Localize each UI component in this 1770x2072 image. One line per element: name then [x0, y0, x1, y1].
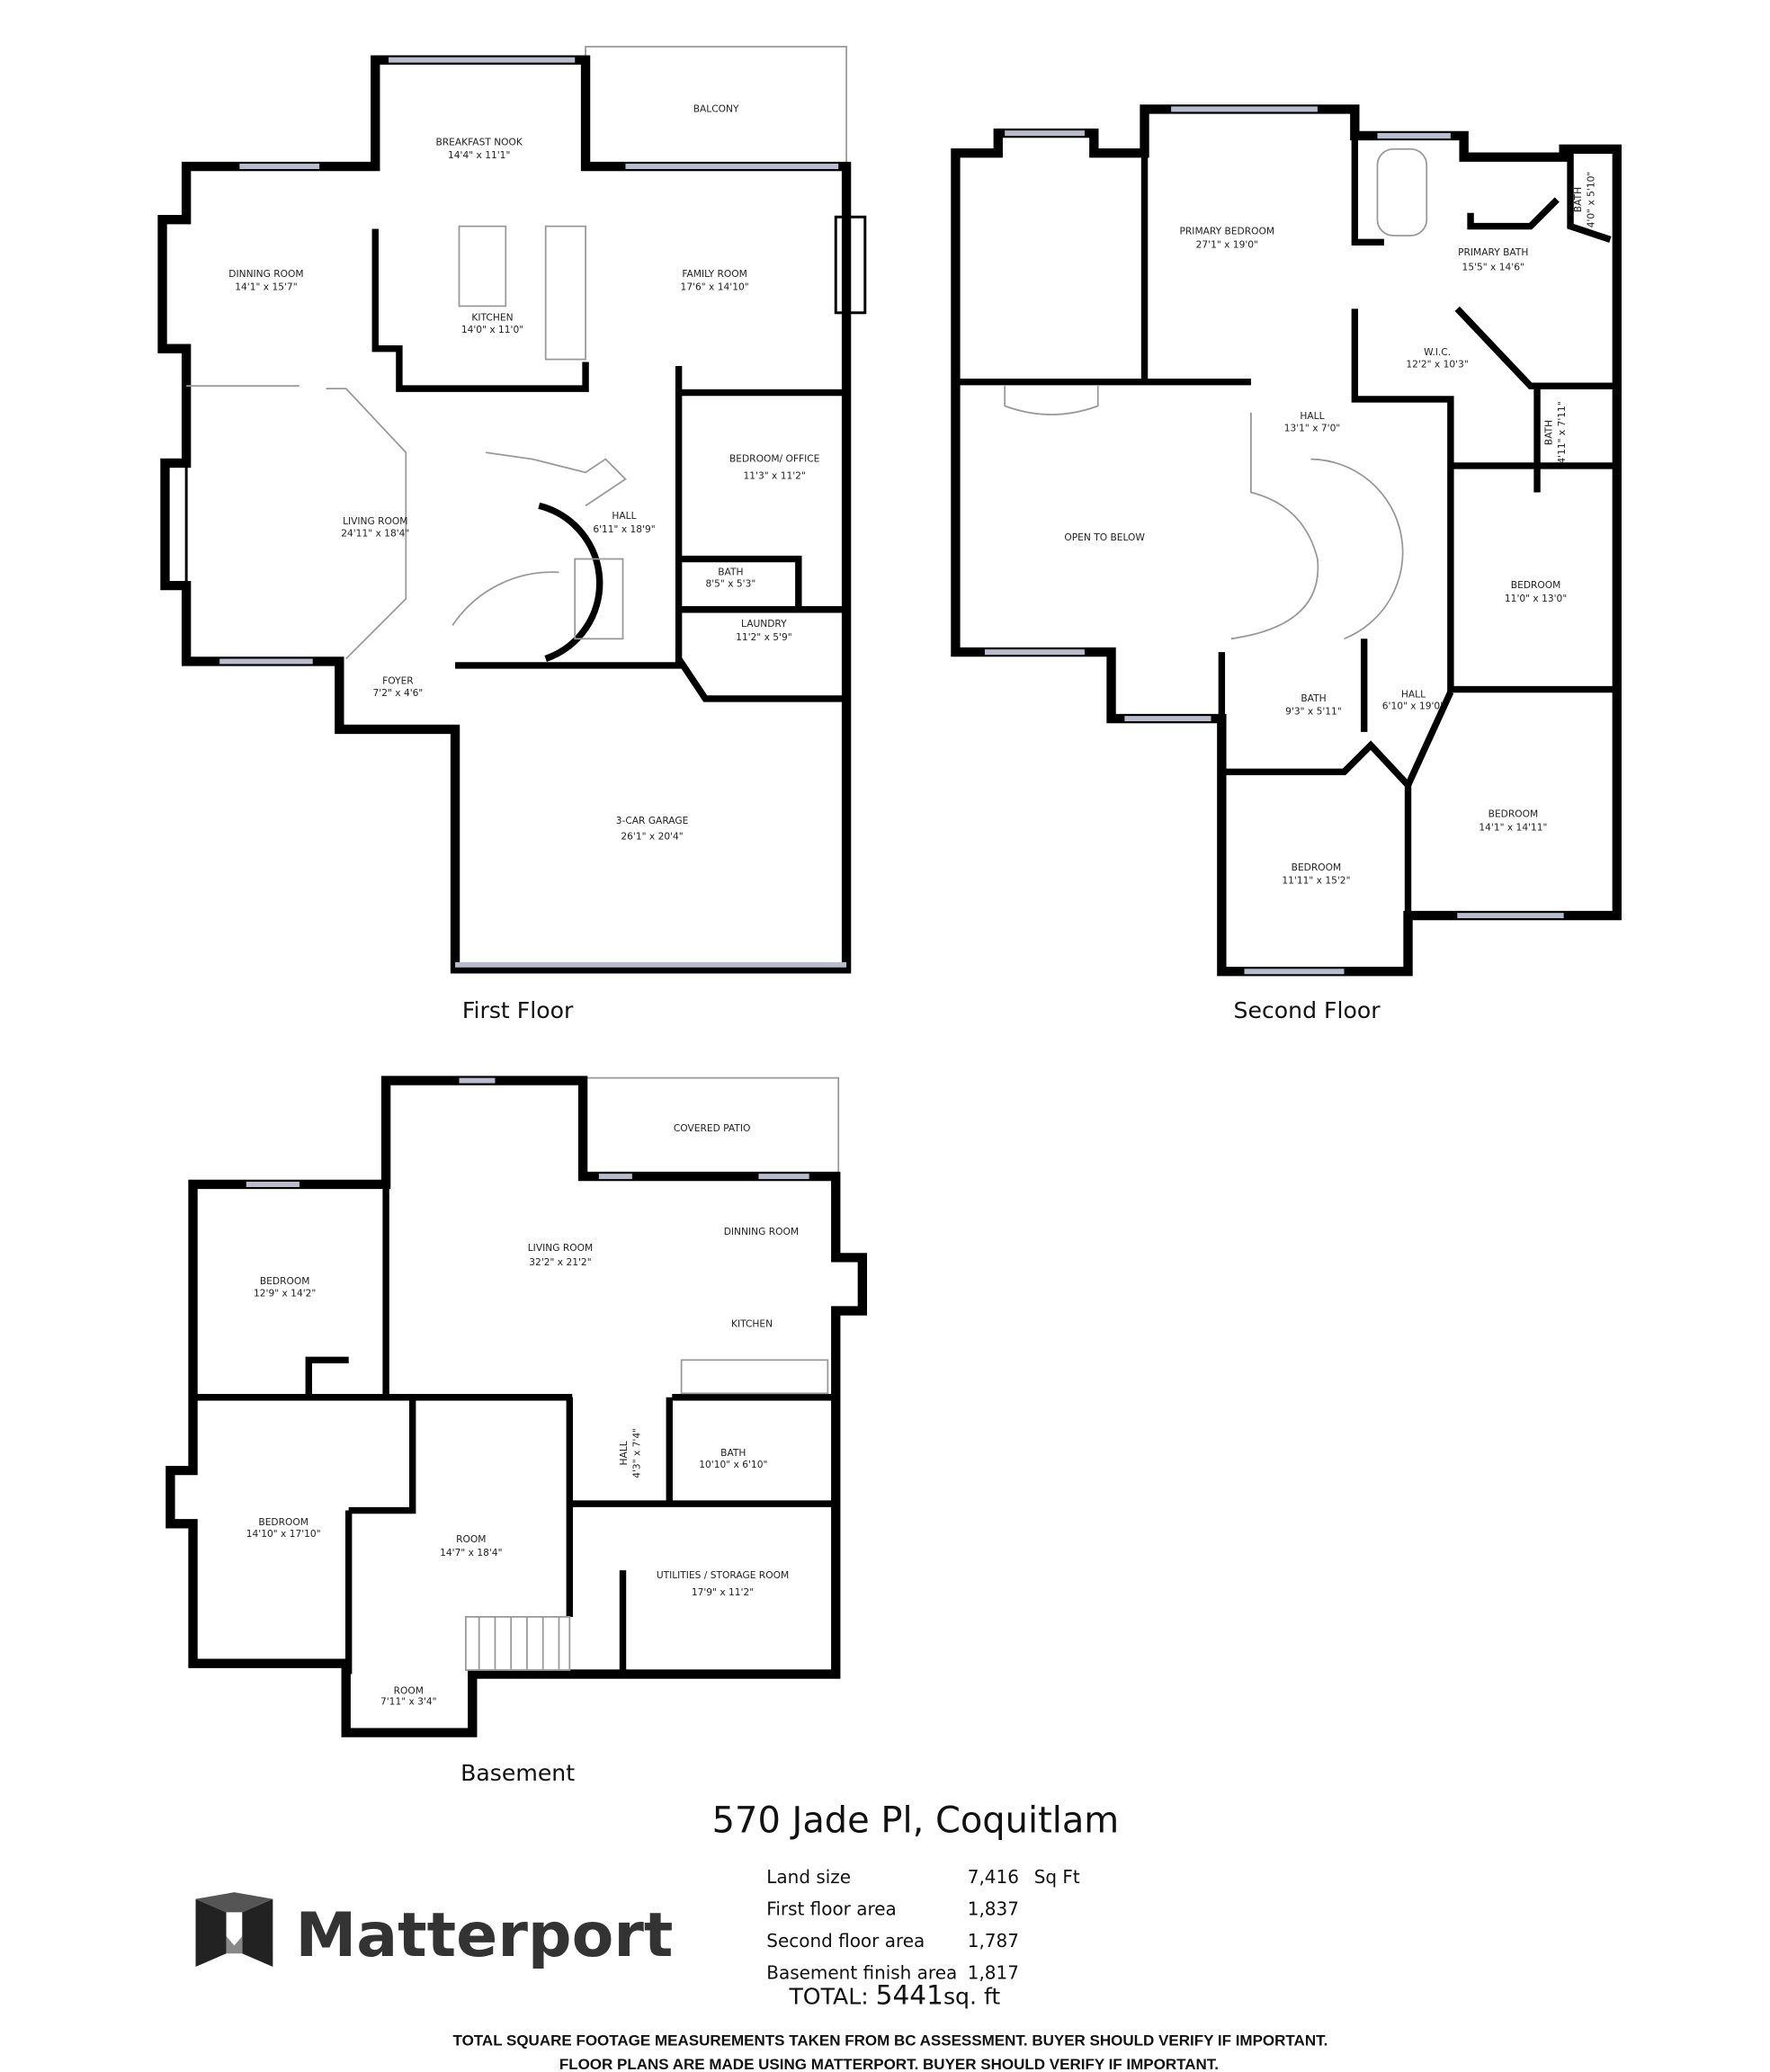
basement-label: Basement: [460, 1760, 575, 1786]
room-name: BEDROOM: [1488, 808, 1539, 820]
room-name: KITCHEN: [471, 312, 513, 324]
room-name: BEDROOM: [258, 1516, 308, 1528]
room-size: 11'2" x 5'9": [736, 631, 792, 643]
room-name: HALL: [1401, 688, 1426, 700]
stat-value: 7,416: [968, 1866, 1019, 1888]
second-floor-outline: [951, 104, 1622, 977]
room-name: FAMILY ROOM: [682, 268, 746, 280]
room-size: 15'5" x 14'6": [1462, 261, 1524, 272]
room-name: BEDROOM: [1292, 862, 1342, 873]
room-size: 17'9" x 11'2": [692, 1586, 754, 1598]
room-name: W.I.C.: [1424, 346, 1451, 358]
room-name: LIVING ROOM: [528, 1242, 593, 1254]
first-floor-outline: [157, 55, 852, 974]
room-size: 17'6" x 14'10": [681, 281, 749, 293]
room-size: 4'0" x 5'10": [1586, 172, 1597, 228]
first-floor-plan: [157, 45, 867, 974]
room-name: BEDROOM/ OFFICE: [729, 453, 820, 465]
room-name: FOYER: [382, 675, 414, 687]
room-size: 12'9" x 14'2": [254, 1287, 316, 1299]
room-name: UTILITIES / STORAGE ROOM: [657, 1569, 789, 1581]
room-name: BEDROOM: [1511, 579, 1561, 591]
stat-label: Basement finish area: [766, 1961, 957, 1983]
room-name: HALL: [612, 510, 636, 522]
room-name: BATH: [718, 566, 743, 577]
room-name: LAUNDRY: [741, 618, 787, 630]
room-name: BREAKFAST NOOK: [435, 136, 523, 147]
room-name: KITCHEN: [731, 1317, 773, 1329]
matterport-wordmark: Matterport: [295, 1900, 673, 1971]
room-size: 4'3" x 7'4": [631, 1428, 643, 1478]
stat-value: 1,837: [968, 1898, 1019, 1919]
room-name: ROOM: [456, 1533, 486, 1545]
room-size: 8'5" x 5'3": [705, 578, 755, 590]
room-size: 11'3" x 11'2": [744, 470, 806, 482]
room-size: 7'11" x 3'4": [380, 1696, 437, 1708]
room-size: 14'7" x 18'4": [440, 1547, 502, 1558]
room-name: ROOM: [394, 1685, 424, 1697]
room-name: LIVING ROOM: [343, 515, 407, 527]
room-name: 3-CAR GARAGE: [616, 815, 689, 826]
room-size: 12'2" x 10'3": [1406, 358, 1468, 370]
room-size: 13'1" x 7'0": [1284, 422, 1341, 433]
room-name: BATH: [1301, 692, 1326, 704]
stat-value: 1,817: [968, 1961, 1019, 1983]
room-size: 14'4" x 11'1": [448, 149, 510, 161]
room-size: 9'3" x 5'11": [1285, 706, 1342, 718]
property-address: 570 Jade Pl, Coquitlam: [712, 1800, 1120, 1842]
room-size: 6'11" x 18'9": [593, 523, 655, 535]
room-size: 6'10" x 19'0": [1382, 701, 1444, 712]
room-size: 4'11" x 7'11": [1556, 401, 1568, 463]
room-size: 14'1" x 15'7": [235, 281, 297, 293]
matterport-logo: Matterport: [195, 1892, 673, 1971]
disclaimer-line: TOTAL SQUARE FOOTAGE MEASUREMENTS TAKEN …: [453, 2032, 1328, 2049]
total-area: TOTAL: 5441sq. ft: [788, 1979, 1000, 2010]
room-name: BATH: [720, 1447, 746, 1459]
stat-label: Land size: [766, 1866, 851, 1888]
room-name: BEDROOM: [260, 1275, 310, 1287]
basement-plan: [165, 1076, 868, 1737]
stat-value: 1,787: [968, 1930, 1019, 1951]
room-name: COVERED PATIO: [674, 1122, 751, 1134]
room-name: PRIMARY BEDROOM: [1180, 225, 1275, 237]
room-name: DINNING ROOM: [228, 268, 303, 280]
second-floor-plan: [951, 104, 1622, 977]
room-size: 10'10" x 6'10": [699, 1459, 767, 1470]
first-floor-room-labels: BREAKFAST NOOK 14'4" x 11'1" BALCONY DIN…: [228, 103, 819, 1023]
second-floor-label: Second Floor: [1234, 997, 1381, 1023]
first-floor-label: First Floor: [462, 997, 574, 1023]
room-size: 14'1" x 14'11": [1479, 821, 1547, 833]
room-size: 24'11" x 18'4": [341, 527, 409, 539]
room-name: DINNING ROOM: [724, 1226, 799, 1237]
room-name: BATH: [1542, 420, 1554, 445]
basement-room-labels: COVERED PATIO BEDROOM 12'9" x 14'2" LIVI…: [246, 1122, 799, 1786]
room-name: OPEN TO BELOW: [1064, 531, 1145, 543]
area-stats: Land size 7,416 Sq Ft First floor area 1…: [766, 1866, 1080, 2011]
room-size: 27'1" x 19'0": [1196, 238, 1258, 250]
stat-unit: Sq Ft: [1034, 1866, 1080, 1888]
stat-label: Second floor area: [766, 1930, 925, 1951]
stat-label: First floor area: [766, 1898, 896, 1919]
room-size: 14'10" x 17'10": [246, 1528, 321, 1540]
room-size: 26'1" x 20'4": [621, 831, 683, 843]
room-size: 7'2" x 4'6": [373, 687, 424, 699]
room-name: BALCONY: [693, 103, 739, 114]
room-name: PRIMARY BATH: [1458, 246, 1528, 258]
room-name: HALL: [618, 1441, 630, 1465]
room-size: 14'0" x 11'0": [461, 324, 523, 335]
room-size: 11'11" x 15'2": [1282, 875, 1350, 887]
basement-outline: [165, 1076, 868, 1737]
room-size: 11'0" x 13'0": [1505, 593, 1567, 604]
second-floor-room-labels: PRIMARY BEDROOM 27'1" x 19'0" PRIMARY BA…: [1064, 172, 1596, 1023]
room-size: 32'2" x 21'2": [529, 1256, 591, 1268]
room-name: HALL: [1300, 410, 1324, 422]
disclaimer-line: FLOOR PLANS ARE MADE USING MATTERPORT. B…: [559, 2056, 1219, 2072]
room-name: BATH: [1572, 187, 1584, 212]
matterport-logo-icon: [195, 1892, 273, 1968]
